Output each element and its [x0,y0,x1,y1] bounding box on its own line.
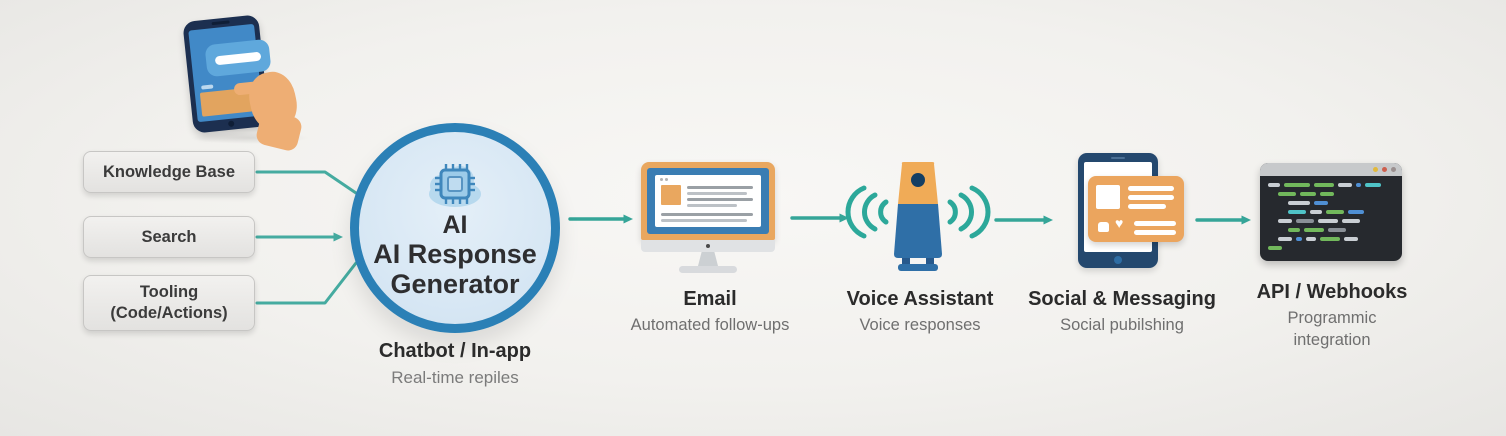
email-subtitle: Automated follow-ups [630,316,790,334]
input-box-knowledge-base: Knowledge Base [83,151,255,193]
hand-holding-phone-icon [160,12,330,153]
code-window-icon [1260,163,1402,261]
hub-caption-title: Chatbot / In-app [378,340,532,362]
desktop-email-icon [641,162,775,273]
voice-title: Voice Assistant [846,288,994,310]
voice-subtitle: Voice responses [859,316,981,334]
hub-caption-subtitle: Real-time repiles [391,368,519,387]
hub-label-generator: Generator [390,269,520,299]
hub-label-ai: AI [442,210,468,239]
social-title: Social & Messaging [1028,288,1216,310]
api-title: API / Webhooks [1256,281,1408,303]
input-label: Tooling [139,283,199,302]
input-label: Search [141,227,197,246]
hub-label-ai-response: AI Response [373,238,537,269]
input-label: Knowledge Base [102,162,236,181]
code-titlebar-dots [1373,167,1396,172]
ai-hub-node: AI AI Response Generator [350,123,560,333]
connector-knowledge-base [255,170,358,195]
smart-speaker-icon [845,162,991,271]
input-box-search: Search [83,216,255,258]
social-subtitle: Social pubilshing [1060,316,1184,334]
thumb-icon [1098,222,1109,232]
email-title: Email [683,288,737,310]
heart-icon: ♥ [1115,215,1124,231]
sound-waves-icon [845,185,991,239]
connector-tooling [255,261,358,305]
email-window [655,175,761,227]
input-box-tooling: Tooling (Code/Actions) [83,275,255,331]
ai-chip-cloud-icon [429,163,481,207]
code-lines [1260,176,1402,250]
input-sublabel: (Code/Actions) [110,304,228,322]
chat-bubble-icon [204,38,272,78]
social-post-card: ♥ [1088,176,1184,242]
api-subtitle: Programmic integration [1287,309,1377,350]
